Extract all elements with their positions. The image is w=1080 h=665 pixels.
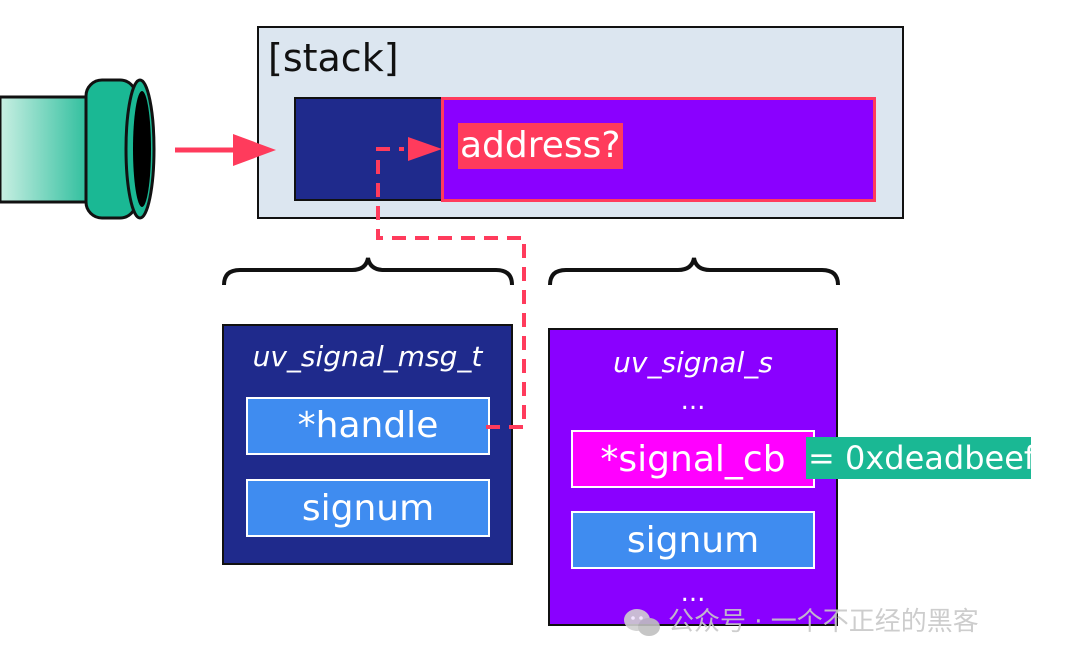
watermark-text: 公众号 · 一个不正经的黑客 — [668, 607, 979, 637]
handle-field: *handle — [246, 397, 490, 455]
curly-brace-icon — [548, 257, 840, 286]
dashed-pointer-arrow — [376, 137, 526, 429]
uv-signal-s-title: uv_signal_s — [613, 346, 773, 379]
curly-brace-icon — [222, 257, 514, 286]
deadbeef-value-label: = 0xdeadbeef — [806, 437, 1036, 479]
stack-label: [stack] — [268, 36, 399, 80]
wechat-icon — [624, 608, 660, 636]
watermark: 公众号 · 一个不正经的黑客 — [622, 602, 979, 642]
arrow-right-icon — [175, 134, 276, 166]
uv-signal-s-ellipsis-top: ... — [680, 386, 706, 416]
address-label: address? — [458, 123, 623, 169]
uv-signal-msg-t-title: uv_signal_msg_t — [252, 340, 483, 373]
msg-signum-field: signum — [246, 479, 490, 537]
pipe-icon — [0, 78, 156, 220]
sig-signum-field: signum — [571, 511, 815, 569]
signal-cb-field: *signal_cb — [571, 430, 815, 488]
uv-signal-s-ellipsis-bottom: ... — [680, 578, 706, 608]
